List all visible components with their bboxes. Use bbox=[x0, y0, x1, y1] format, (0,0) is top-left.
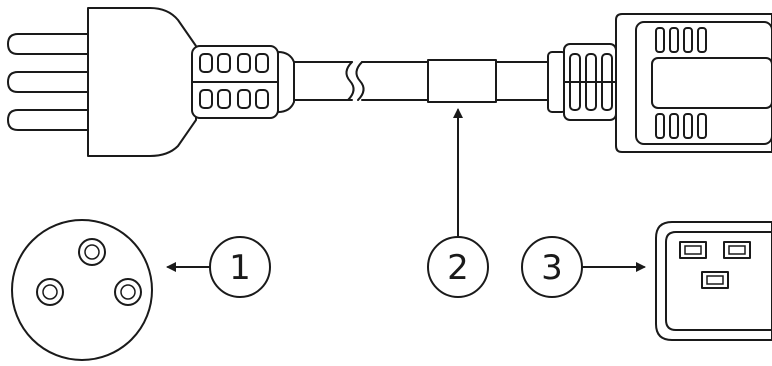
callout-2-label: 2 bbox=[447, 248, 469, 288]
grip-slot bbox=[683, 113, 693, 139]
plug-face-pin-left bbox=[36, 278, 64, 306]
strain-relief-slot bbox=[255, 89, 269, 109]
callout-1-circle bbox=[209, 236, 271, 298]
plug-pin-bottom bbox=[7, 109, 91, 131]
callout-2: 2 bbox=[427, 108, 489, 298]
power-cable bbox=[293, 59, 551, 103]
plug-pin-top bbox=[7, 33, 91, 55]
cable-break-left bbox=[345, 61, 355, 101]
grip-slot bbox=[697, 27, 707, 53]
plug-collar-cap bbox=[277, 51, 295, 113]
grip-slot bbox=[683, 27, 693, 53]
connector-side-view bbox=[547, 13, 772, 153]
strain-relief-slot bbox=[217, 89, 231, 109]
strain-relief-slot bbox=[237, 89, 251, 109]
strain-relief-slot bbox=[199, 53, 213, 73]
plug-face-pin-top bbox=[78, 238, 106, 266]
callout-3-label: 3 bbox=[541, 248, 563, 288]
strain-relief-slot bbox=[255, 53, 269, 73]
callout-3-circle bbox=[521, 236, 583, 298]
callout-2-circle bbox=[427, 236, 489, 298]
callout-1: 1 bbox=[166, 236, 271, 298]
strain-relief-slot bbox=[217, 53, 231, 73]
connector-face-view bbox=[655, 221, 772, 341]
grip-slot bbox=[655, 113, 665, 139]
connector-slot-left bbox=[679, 241, 707, 259]
callout-3: 3 bbox=[521, 236, 646, 298]
grip-slot bbox=[655, 27, 665, 53]
grip-slot bbox=[697, 113, 707, 139]
cable-label-sleeve bbox=[427, 59, 497, 103]
plug-face-view bbox=[11, 219, 153, 361]
plug-body bbox=[87, 7, 197, 157]
strain-relief-slot bbox=[237, 53, 251, 73]
plug-pin-middle bbox=[7, 71, 91, 93]
plug-face-pin-right bbox=[114, 278, 142, 306]
grip-slot bbox=[669, 113, 679, 139]
strain-relief-slot bbox=[199, 89, 213, 109]
connector-slot-ground bbox=[701, 271, 729, 289]
connector-slot-right bbox=[723, 241, 751, 259]
cable-break-right bbox=[355, 61, 365, 101]
connector-face-inner bbox=[665, 231, 772, 331]
grip-slot bbox=[669, 27, 679, 53]
callout-1-label: 1 bbox=[229, 248, 251, 288]
plug-side-view bbox=[7, 7, 295, 157]
plug-face-outline bbox=[11, 219, 153, 361]
connector-center-panel bbox=[651, 57, 772, 109]
